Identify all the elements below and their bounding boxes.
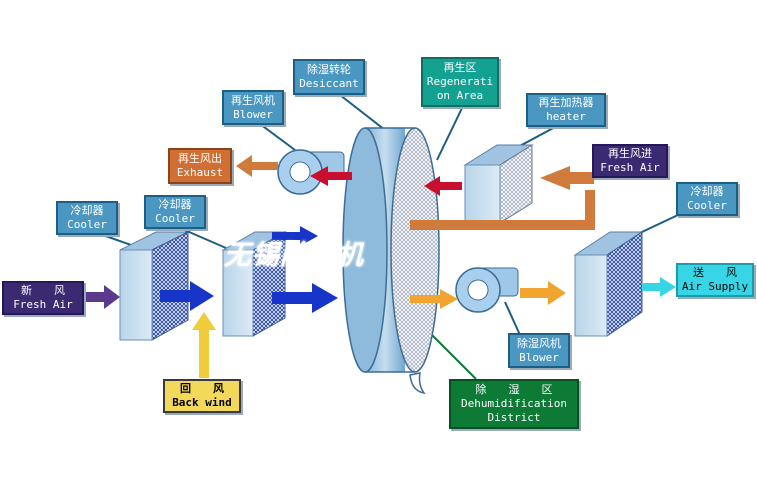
dehum-district-label-cn: 除 湿 区 [475, 383, 553, 396]
regeneration-area-label: 再生区 Regenerati on Area [421, 57, 499, 107]
cooler-3-label-cn: 冷却器 [690, 185, 724, 198]
dehum-blower-unit [455, 267, 519, 313]
regeneration-area-label-en1: Regenerati [426, 75, 494, 88]
desiccant-label-en: Desiccant [299, 77, 359, 90]
fresh-air-label: 新 风 Fresh Air [2, 281, 84, 315]
cooler-2-label-en: Cooler [155, 212, 195, 225]
airflow-arrows [86, 155, 676, 378]
back-wind-label: 回 风 Back wind [163, 379, 241, 413]
regen-heater-label: 再生加热器 heater [526, 93, 606, 127]
cooler-1-label: 冷却器 Cooler [56, 201, 118, 235]
regen-fresh-air-label-en: Fresh Air [600, 161, 660, 174]
dehum-district-label-en1: Dehumidification [461, 397, 567, 410]
regen-blower-label-en: Blower [233, 107, 273, 121]
dehum-district-label: 除 湿 区 Dehumidification District [449, 379, 579, 429]
desiccant-wheel [342, 127, 440, 395]
cooler-3-label-en: Cooler [687, 199, 727, 212]
dehum-district-label-en2: District [487, 411, 541, 424]
regeneration-area-label-cn: 再生区 [443, 61, 477, 74]
cooler-1-label-cn: 冷却器 [70, 204, 104, 217]
cooler-1-label-en: Cooler [67, 218, 107, 231]
cooler-2-label: 冷却器 Cooler [144, 195, 206, 229]
cooler-3-unit [573, 231, 644, 337]
cooler-3-label: 冷却器 Cooler [676, 182, 738, 216]
back-wind-label-en: Back wind [172, 396, 232, 409]
heater-unit [463, 144, 534, 224]
dehum-blower-label: 除湿风机 Blower [508, 333, 570, 368]
regen-exhaust-label-cn: 再生风出 [178, 152, 222, 165]
supply-air-label: 送 风 Air Supply [676, 263, 754, 297]
regen-exhaust-label: 再生风出 Exhaust [168, 148, 232, 184]
supply-air-label-cn: 送 风 [693, 266, 737, 279]
regen-heater-label-cn: 再生加热器 [538, 96, 594, 109]
regen-exhaust-label-en: Exhaust [176, 166, 224, 179]
fresh-air-label-cn: 新 风 [21, 284, 65, 297]
watermark-text: 无锡除湿机 [224, 240, 364, 271]
regen-blower-label: 再生风机 Blower [222, 90, 284, 125]
regeneration-area-label-en2: on Area [436, 89, 484, 102]
regen-fresh-air-label-cn: 再生风进 [608, 147, 652, 160]
dehum-blower-label-en: Blower [519, 350, 559, 364]
regen-fresh-air-label: 再生风进 Fresh Air [592, 144, 668, 178]
cooler-1-unit [119, 231, 189, 341]
cooler-2-label-cn: 冷却器 [158, 198, 192, 211]
desiccant-label: 除湿转轮 Desiccant [293, 59, 365, 95]
regen-heater-label-en: heater [546, 110, 586, 123]
regen-blower-label-cn: 再生风机 [231, 93, 275, 107]
back-wind-label-cn: 回 风 [180, 382, 224, 395]
supply-air-label-en: Air Supply [681, 280, 749, 293]
regen-blower-unit [277, 149, 345, 195]
desiccant-label-cn: 除湿转轮 [307, 63, 351, 76]
dehum-blower-label-cn: 除湿风机 [517, 336, 561, 350]
fresh-air-label-en: Fresh Air [13, 298, 73, 311]
